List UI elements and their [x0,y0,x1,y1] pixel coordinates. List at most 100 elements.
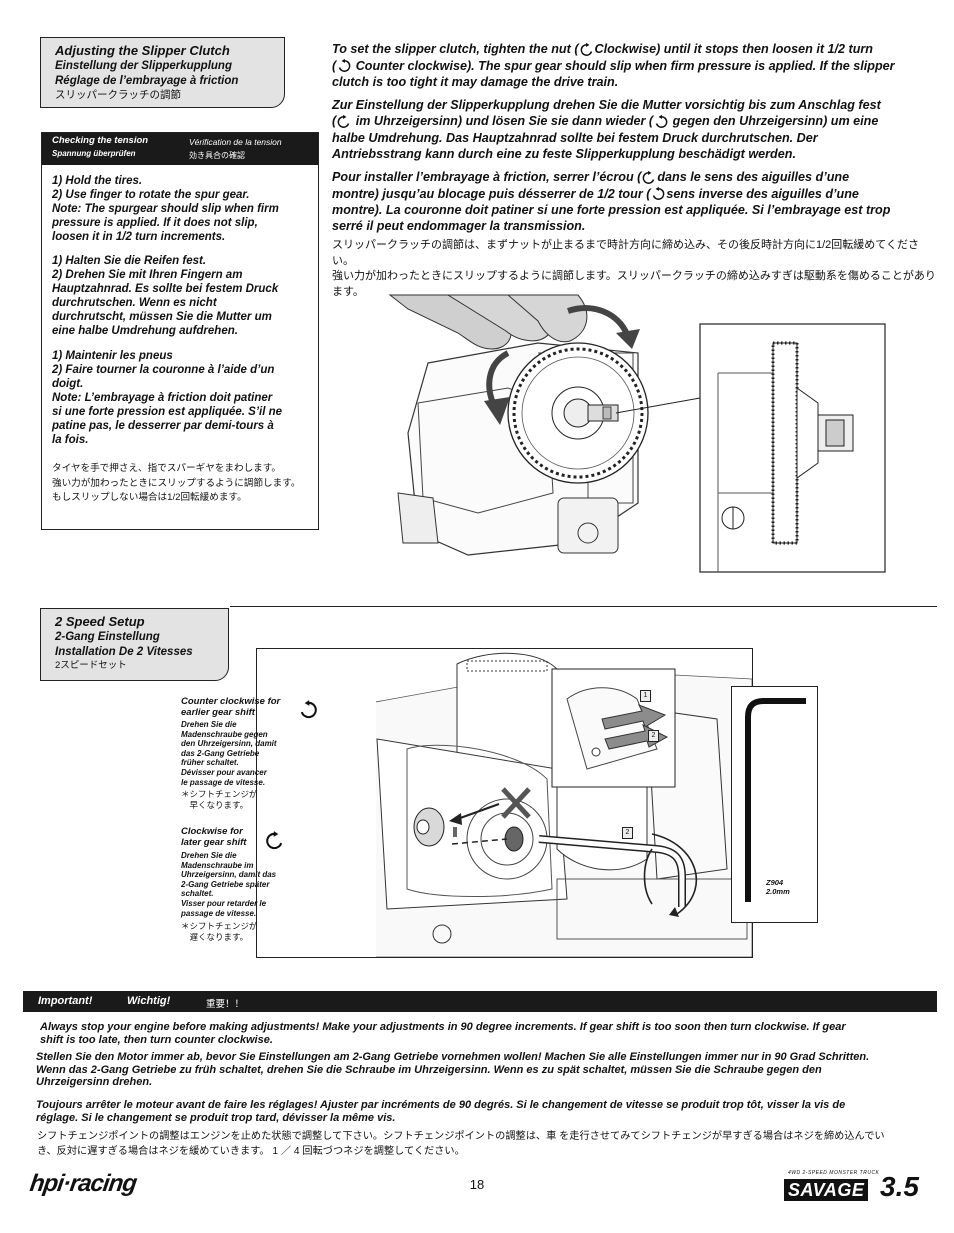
tool-label: Z904 2.0mm [766,878,790,896]
check-tension-header: Checking the tension Spannung überprüfen… [42,133,318,165]
line: patine pas, le desserrer par demi-tours … [52,420,274,432]
line: la fois. [52,434,89,446]
logo-savage: SAVAGE [784,1179,869,1201]
line: 1) Halten Sie die Reifen fest. [52,255,207,267]
clockwise-arrow-icon [264,830,286,852]
clockwise-arrow-icon [641,170,657,186]
text: Clockwise) until it stops then loosen it… [594,42,874,56]
page-number: 18 [469,1177,485,1192]
line: Note: L’embrayage à friction doit patine… [52,392,273,404]
line: Toujours arrêter le moteur avant de fair… [36,1099,846,1111]
line: Dévisser pour avancer [181,767,267,777]
callout-tag: 2 [622,827,633,839]
line: き、反対に遅すぎる場合はネジを緩めていきます。 1 ／ 4 回転づつネジを調整し… [37,1146,465,1157]
check-en: 1) Hold the tires. 2) Use finger to rota… [52,174,317,244]
line: das 2-Gang Getriebe [181,748,260,758]
header-en: Checking the tension [52,135,149,146]
line: Uhrzeigersinn drehen. [36,1076,153,1088]
hpi-racing-logo: hpi·racing [28,1170,138,1197]
line: le passage de vitesse. [181,777,266,787]
callout-tag: 1 [640,690,651,702]
line: スリッパークラッチの調節は、まずナットが止まるまで時計方向に締め込み、その後反時… [332,239,919,267]
ccw-jp: ＊シフトチェンジが 早くなります。 [181,789,321,811]
text: serré il peut endommager la transmission… [332,219,586,234]
important-de: Stellen Sie den Motor immer ab, bevor Si… [36,1051,940,1089]
slipper-text-jp: スリッパークラッチの調節は、まずナットが止まるまで時計方向に締め込み、その後反時… [332,238,937,300]
line: Wenn das 2-Gang Getriebe zu früh schalte… [36,1063,822,1076]
logo-subtitle: 4WD 2-SPEED MONSTER TRUCK [788,1170,880,1176]
logo-number: 3.5 [880,1171,919,1202]
line: シフトチェンジポイントの調整はエンジンを止めた状態で調整して下さい。シフトチェン… [37,1131,885,1142]
important-fr: Toujours arrêter le moteur avant de fair… [36,1099,940,1124]
line: 2) Use finger to rotate the spur gear. [52,189,250,201]
text: montre) jusqu’au blocage puis désserrer … [332,186,651,201]
line: Hauptzahnrad. Es sollte bei festem Druck [52,283,279,295]
section-title-fr: Installation De 2 Vitesses [55,645,193,658]
line: schaltet. [181,889,214,899]
line: durchrutscht, müssen Sie die Mutter um [52,311,272,323]
line: loosen it in 1/2 turn increments. [52,231,226,243]
two-speed-illustration [257,652,752,957]
slipper-clutch-illustration [388,294,886,573]
line: passage de vitesse. [181,908,257,918]
cw-desc: Drehen Sie die Madenschraube im Uhrzeige… [181,851,321,918]
important-label-de: Wichtig! [127,995,171,1007]
line: ＊シフトチェンジが [181,789,258,800]
section-title-jp: 2スピードセット [55,660,127,671]
line: eine halbe Umdrehung aufdrehen. [52,325,238,337]
text: dans le sens des aiguilles d’une [657,170,850,184]
savage-logo: 4WD 2-SPEED MONSTER TRUCK SAVAGE 3.5 [784,1170,924,1208]
important-en: Always stop your engine before making ad… [40,1021,940,1046]
tool-box: Z904 2.0mm [731,686,818,923]
section-title-jp: スリッパークラッチの調節 [55,89,181,101]
clockwise-arrow-icon [579,42,595,58]
line: earlier gear shift [181,707,255,718]
line: 強い力が加わったときにスリップするように調節します。 [52,477,301,489]
check-de: 1) Halten Sie die Reifen fest. 2) Drehen… [52,254,317,338]
line: Visser pour retarder le [181,898,267,908]
line: pressure is applied. If it does not slip… [52,217,258,229]
line: durchrutschen. Wenn es nicht [52,297,217,309]
text: halbe Umdrehung. Das Hauptzahnrad sollte… [332,130,818,145]
cw-jp: ＊シフトチェンジが 遅くなります。 [181,921,321,943]
ccw-desc: Drehen Sie die Madenschraube gegen den U… [181,720,321,787]
line: 1) Maintenir les pneus [52,350,173,362]
line: Madenschraube im [181,860,254,870]
tool-size: 2.0mm [766,886,790,896]
line: früher schaltet. [181,758,239,768]
section-title-2speed: 2 Speed Setup [55,614,145,629]
section-divider [230,606,937,607]
text: montre). La couronne doit patiner si une… [332,203,891,218]
line: 遅くなります。 [181,932,249,943]
line: doigt. [52,378,84,390]
cw-block: Clockwise for later gear shift Drehen Si… [181,826,321,943]
callout-tag: 2 [648,730,659,742]
important-bar: Important! Wichtig! 重要！！ [23,991,937,1012]
line: 1) Hold the tires. [52,175,143,187]
text: Zur Einstellung der Slipperkupplung dreh… [332,98,881,112]
line: 2) Faire tourner la couronne à l’aide d’… [52,364,275,376]
slipper-tab: Adjusting the Slipper Clutch Einstellung… [40,37,285,108]
section-title-de: Einstellung der Slipperkupplung [55,60,232,72]
line: ＊シフトチェンジが [181,921,258,932]
text: Pour installer l’embrayage à friction, s… [332,170,642,184]
section-title-slipper: Adjusting the Slipper Clutch [55,43,230,58]
text: Antriebsstrang kann durch eine zu feste … [332,146,796,161]
section-title-de: 2-Gang Einstellung [55,631,160,643]
counter-clockwise-arrow-icon [650,186,666,202]
two-speed-tab: 2 Speed Setup 2-Gang Einstellung Install… [40,608,229,681]
line: Stellen Sie den Motor immer ab, bevor Si… [36,1051,870,1063]
line: タイヤを手で押さえ、指でスパーギヤをまわします。 [52,463,282,474]
line: Note: The spurgear should slip when firm [52,203,279,215]
tool-code: Z904 [766,878,784,887]
line: Madenschraube gegen [181,729,268,739]
line: Drehen Sie die [181,720,237,729]
hex-key-icon [745,698,806,902]
line: 早くなります。 [181,800,249,811]
important-label-jp: 重要！！ [206,999,245,1010]
ccw-title: Counter clockwise for earlier gear shift [181,696,321,718]
cw-title: Clockwise for later gear shift [181,826,321,848]
counter-clockwise-arrow-icon [297,699,319,721]
header-jp: 効き具合の確認 [189,151,245,160]
line: Counter clockwise for [181,696,281,707]
